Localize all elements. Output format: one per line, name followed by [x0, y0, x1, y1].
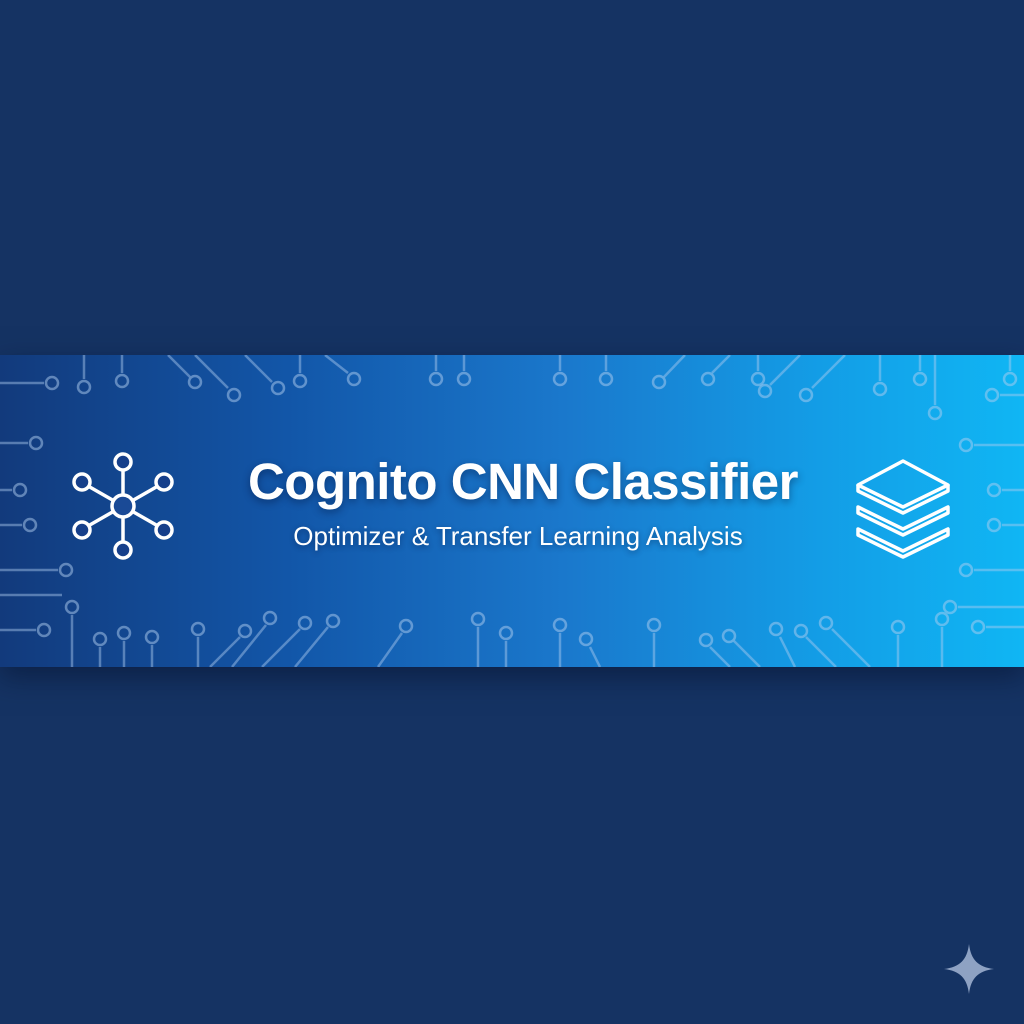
- banner-title: Cognito CNN Classifier: [247, 453, 799, 510]
- layers-stack-icon: [848, 455, 958, 561]
- circuit-pattern: [0, 355, 1024, 667]
- sparkle-icon: [942, 942, 996, 996]
- header-banner: Cognito CNN Classifier Optimizer & Trans…: [0, 355, 1024, 667]
- banner-subtitle: Optimizer & Transfer Learning Analysis: [293, 521, 743, 551]
- neural-network-icon: [66, 449, 180, 563]
